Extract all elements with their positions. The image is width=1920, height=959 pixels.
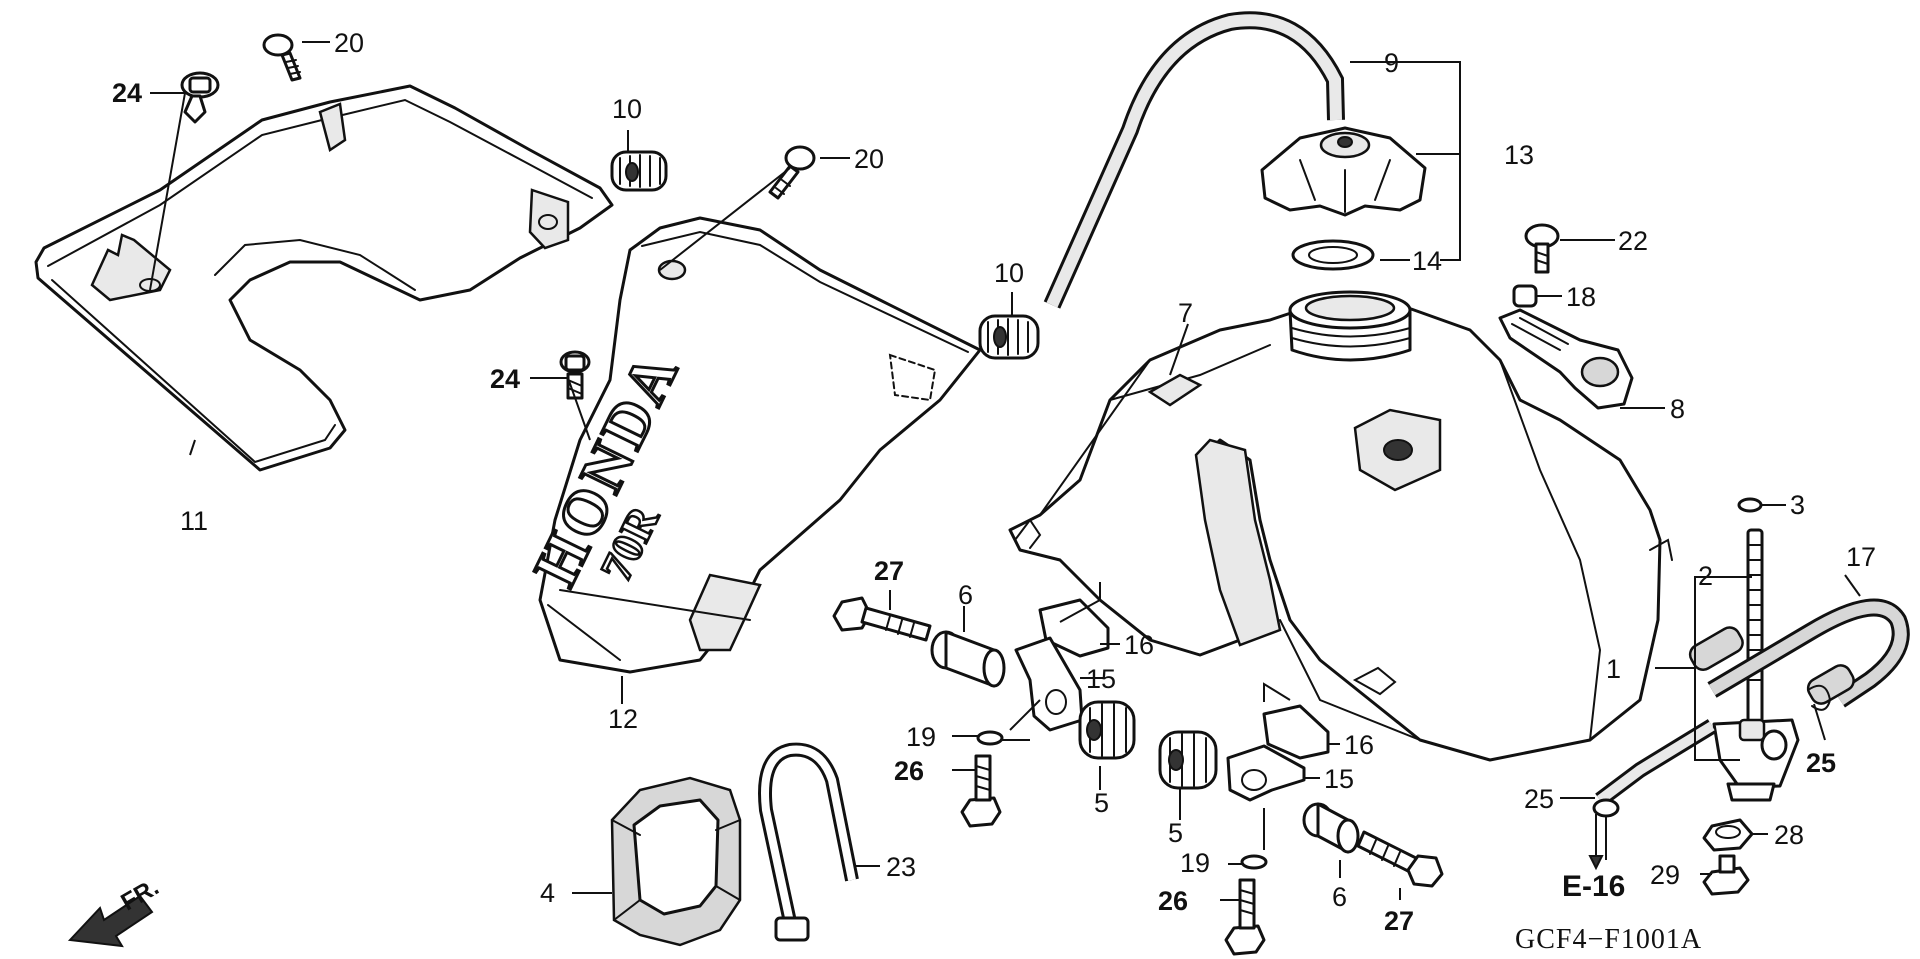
callout-24a: 24 [112, 78, 142, 108]
callout-7: 7 [1178, 298, 1193, 328]
part-27-bolt-b [1356, 830, 1444, 888]
callout-5b: 5 [1168, 818, 1183, 848]
part-2-strainer-tube [1746, 528, 1764, 732]
callout-24b: 24 [490, 364, 520, 394]
part-18-collar [1512, 284, 1538, 308]
callout-18: 18 [1566, 282, 1596, 312]
part-16-cushion-b [1262, 704, 1330, 760]
part-24-clip-b [559, 350, 591, 400]
callout-26a: 26 [894, 756, 924, 786]
callout-15a: 15 [1086, 664, 1116, 694]
callout-25b: 25 [1524, 784, 1554, 814]
part-20-bolt-a [262, 33, 302, 82]
part-10-grommet-b [978, 314, 1040, 360]
callout-16b: 16 [1344, 730, 1374, 760]
reference-arrow-head-icon [1588, 855, 1604, 871]
part-4-rubber-pad [610, 776, 742, 947]
part-14-gasket [1291, 239, 1375, 271]
callout-6a: 6 [958, 580, 973, 610]
callout-20a: 20 [334, 28, 364, 58]
part-7-fuel-tank [1008, 290, 1673, 762]
callout-4: 4 [540, 878, 555, 908]
callout-19b: 19 [1180, 848, 1210, 878]
callout-19a: 19 [906, 722, 936, 752]
part-6-collar-b [1302, 802, 1360, 854]
callout-15b: 15 [1324, 764, 1354, 794]
callout-6b: 6 [1332, 882, 1347, 912]
callout-10b: 10 [994, 258, 1024, 288]
callout-27a: 27 [874, 556, 904, 586]
callout-10a: 10 [612, 94, 642, 124]
callout-26b: 26 [1158, 886, 1188, 916]
callout-16a: 16 [1124, 630, 1154, 660]
part-12-right-shroud: HONDA 70R [520, 216, 982, 674]
callout-1: 1 [1606, 654, 1621, 684]
part-24-clip-a [180, 71, 220, 124]
callout-23: 23 [886, 852, 916, 882]
callout-20b: 20 [854, 144, 884, 174]
callout-5a: 5 [1094, 788, 1109, 818]
part-5-grommet-a [1078, 700, 1136, 760]
reference-e16-label: E-16 [1562, 870, 1625, 903]
part-19-washer-b [1240, 854, 1268, 870]
part-19-washer-a [976, 730, 1004, 746]
part-26-bolt-a [960, 754, 1002, 828]
callout-11: 11 [180, 506, 208, 536]
callout-8: 8 [1670, 394, 1685, 424]
leader-lines [149, 41, 1861, 901]
callout-13: 13 [1504, 140, 1534, 170]
callout-22: 22 [1618, 226, 1648, 256]
part-25-clip-b [1592, 798, 1620, 818]
part-17-fuel-tube [1595, 598, 1910, 807]
callout-12: 12 [608, 704, 638, 734]
callout-3: 3 [1790, 490, 1805, 520]
part-3-washer [1737, 497, 1763, 513]
callout-27b: 27 [1384, 906, 1414, 936]
part-15-bracket-b [1226, 744, 1306, 802]
part-11-left-shroud [34, 84, 614, 472]
part-15-bracket-a [1014, 636, 1084, 732]
callout-17: 17 [1846, 542, 1876, 572]
part-5-grommet-b [1158, 730, 1218, 790]
callout-labels: 1 2 3 4 5 5 6 6 7 8 9 10 10 11 12 13 14 … [112, 28, 1876, 955]
callout-28: 28 [1774, 820, 1804, 850]
part-20-bolt-b [768, 145, 816, 200]
callout-25a: 25 [1806, 748, 1836, 778]
part-22-bolt [1524, 223, 1560, 274]
part-26-bolt-b [1224, 878, 1266, 956]
front-direction-arrow-icon [67, 894, 154, 948]
part-29-bolt [1702, 854, 1750, 896]
part-28-nut [1702, 818, 1754, 852]
part-10-grommet-a [610, 150, 668, 192]
drawing-code: GCF4−F1001A [1515, 924, 1702, 955]
callout-2: 2 [1698, 561, 1713, 591]
part-13-fuel-cap [1260, 126, 1427, 217]
callout-14: 14 [1412, 246, 1442, 276]
part-8-bracket [1498, 308, 1634, 410]
callout-9: 9 [1384, 48, 1399, 78]
part-27-bolt-a [832, 596, 932, 642]
part-6-collar-a [930, 630, 1006, 688]
callout-29: 29 [1650, 860, 1680, 890]
part-25-clip-a [1807, 684, 1832, 711]
part-23-band [758, 742, 859, 942]
part-9-breather-tube [1043, 11, 1345, 309]
